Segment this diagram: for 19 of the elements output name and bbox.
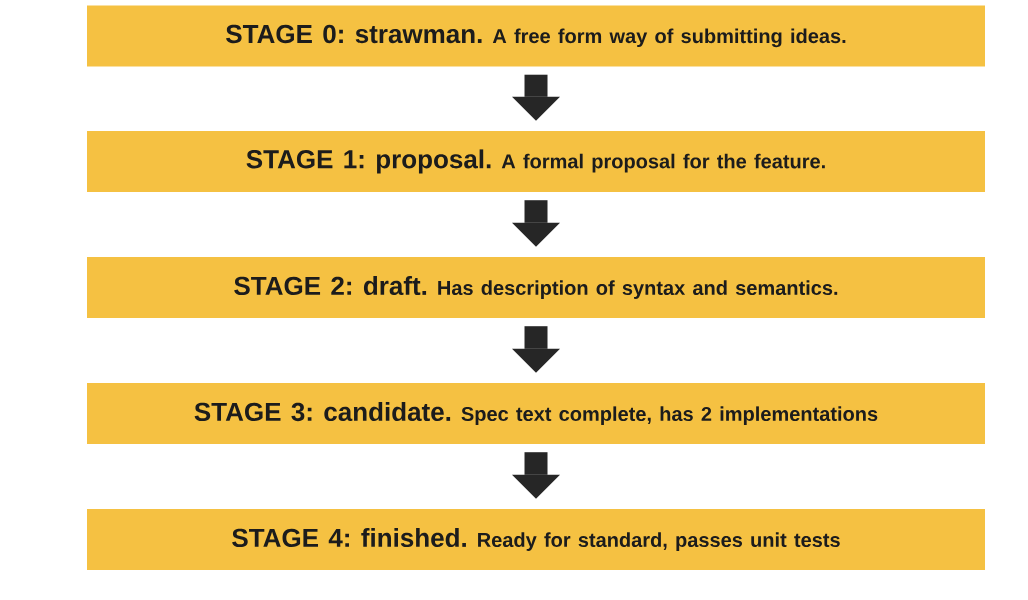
stage-heading: STAGE 3: candidate. [194, 402, 451, 422]
stage-description: A formal proposal for the feature. [501, 153, 825, 173]
arrow [512, 200, 560, 247]
arrow [512, 74, 560, 121]
stage-heading: STAGE 1: proposal. [246, 149, 491, 174]
stage-description: Spec text complete, has 2 implementations [461, 406, 878, 425]
stage-description: Has description of syntax and semantics. [438, 280, 838, 299]
stage-heading: STAGE 4: finished. [232, 528, 466, 548]
stage-box [87, 257, 985, 318]
stage-box [87, 131, 985, 192]
arrow [512, 452, 560, 499]
stage-description: Ready for standard, passes unit tests [478, 532, 840, 551]
stage-box [87, 5, 985, 67]
stage-description: A free form way of submitting ideas. [492, 28, 846, 48]
stage-box [87, 383, 985, 444]
arrow [512, 326, 560, 373]
stage-heading: STAGE 2: draft. [234, 276, 427, 296]
stage-heading: STAGE 0: strawman. [226, 24, 482, 44]
stage-box [87, 509, 985, 570]
